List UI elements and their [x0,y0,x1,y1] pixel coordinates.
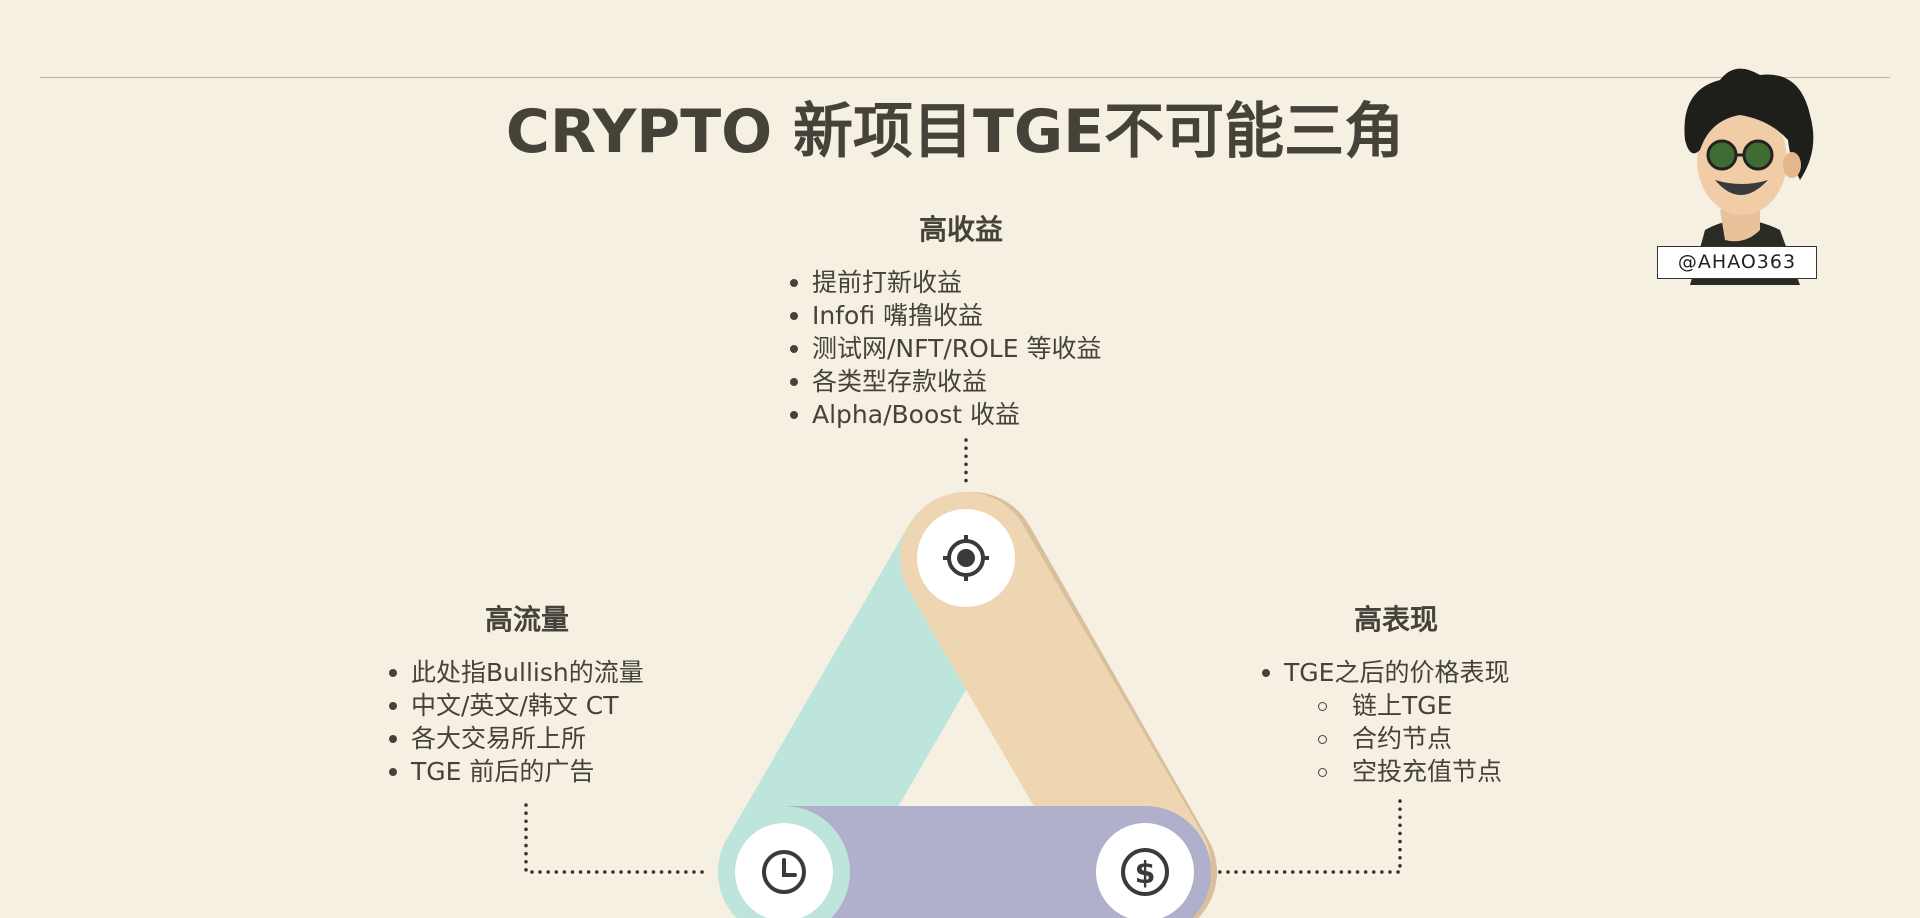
list-item: Alpha/Boost 收益 [790,398,1101,431]
list-item: Infofi 嘴撸收益 [790,299,1101,332]
sub-list-item: 空投充值节点 [1262,755,1509,788]
high-traffic-list: 此处指Bullish的流量 中文/英文/韩文 CT 各大交易所上所 TGE 前后… [389,656,644,788]
high-performance-list: TGE之后的价格表现 链上TGE 合约节点 空投充值节点 [1262,656,1509,788]
sub-list-item: 链上TGE [1262,689,1509,722]
sub-list-item: 合约节点 [1262,722,1509,755]
top-divider [40,77,1890,78]
list-item: 各大交易所上所 [389,722,644,755]
author-handle: @AHAO363 [1657,246,1817,279]
svg-text:$: $ [1135,856,1156,891]
left-connector [524,803,705,874]
heading-high-traffic: 高流量 [484,603,569,636]
heading-high-yield: 高收益 [918,213,1003,246]
list-item: TGE 前后的广告 [389,755,644,788]
list-item: 提前打新收益 [790,266,1101,299]
list-item: 此处指Bullish的流量 [389,656,644,689]
high-yield-list: 提前打新收益 Infofi 嘴撸收益 测试网/NFT/ROLE 等收益 各类型存… [790,266,1101,431]
dollar-icon: $ [1096,823,1194,918]
list-item: TGE之后的价格表现 [1262,656,1509,689]
target-icon [917,509,1015,607]
page-title: CRYPTO 新项目TGE不可能三角 [505,97,1405,167]
list-item: 测试网/NFT/ROLE 等收益 [790,332,1101,365]
heading-high-performance: 高表现 [1353,603,1438,636]
clock-icon [735,823,833,918]
right-connector [1216,799,1402,874]
list-item: 各类型存款收益 [790,365,1101,398]
list-item: 中文/英文/韩文 CT [389,689,644,722]
